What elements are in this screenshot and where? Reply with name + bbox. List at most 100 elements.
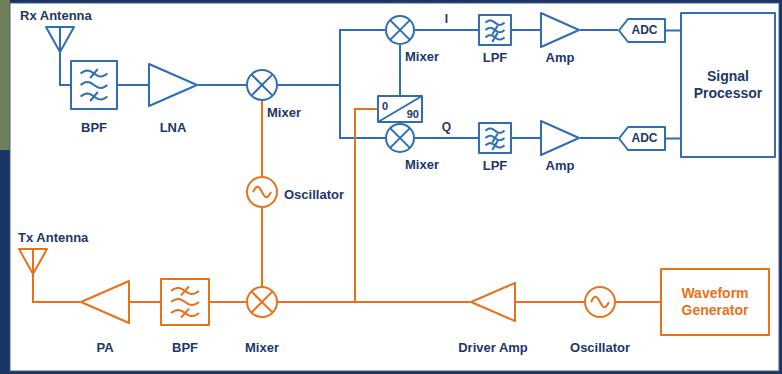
symbol-stroke — [591, 297, 609, 308]
symbol-stroke — [681, 13, 775, 157]
signal-name: I — [443, 12, 450, 26]
label-holder: Mixer — [267, 103, 301, 121]
symbol-stroke — [378, 96, 422, 122]
label-holder: Signal Processor — [680, 12, 776, 158]
amplifier: Amp — [540, 12, 580, 48]
label-holder: BPF — [172, 338, 198, 356]
signal-label-holder: I — [443, 9, 450, 27]
component-label: ADC — [632, 23, 658, 37]
component-label: Amp — [546, 50, 575, 65]
symbol-stroke — [541, 13, 579, 47]
signal-line — [399, 45, 401, 95]
symbol-stroke — [59, 27, 61, 60]
label-holder: LPF — [483, 48, 508, 66]
signal-line — [130, 301, 160, 303]
label-holder: ADC — [618, 126, 666, 151]
amplifier: Amp — [540, 120, 580, 156]
symbol-stroke — [181, 309, 189, 318]
component-label: LNA — [160, 120, 187, 135]
component-label: LPF — [483, 50, 508, 65]
symbol-stroke — [251, 291, 272, 312]
low-pass-filter: LPF — [478, 14, 512, 46]
symbol-stroke — [378, 96, 422, 122]
symbol-stroke — [661, 269, 769, 335]
label-holder: LNA — [160, 118, 187, 136]
label-holder: Oscillator — [284, 185, 344, 203]
symbol-stroke — [492, 141, 497, 150]
photo-strip — [0, 0, 10, 150]
tx-antenna: Tx Antenna — [18, 248, 48, 288]
component-label: BPF — [81, 120, 107, 135]
component-label: Mixer — [245, 340, 279, 355]
component-label: 90 — [407, 108, 419, 120]
signal-line — [415, 137, 478, 139]
symbol-stroke — [471, 283, 515, 321]
label-holder: LPF — [483, 156, 508, 174]
mixer: Mixer — [385, 123, 415, 153]
mixer: Mixer — [246, 286, 278, 318]
mixer-symbol — [246, 286, 278, 318]
signal-line — [512, 137, 540, 139]
component-label: Amp — [546, 158, 575, 173]
component-label: Driver Amp — [458, 340, 528, 355]
component-label: PA — [96, 340, 113, 355]
signal-label-holder: Q — [440, 117, 453, 135]
label-holder: Mixer — [245, 338, 279, 356]
label-holder: 90 — [407, 104, 419, 122]
adc-block: ADC — [618, 126, 666, 151]
oscillator-symbol — [584, 286, 616, 318]
tx-antenna-symbol — [18, 248, 48, 288]
symbol-stroke — [161, 279, 209, 325]
signal-processor-box: Signal Processor — [680, 12, 776, 158]
symbol-stroke — [90, 92, 98, 101]
phase-splitter: 0 90 — [377, 95, 423, 123]
symbol-stroke — [32, 249, 34, 288]
low-pass-filter: LPF — [478, 122, 512, 154]
symbol-stroke — [479, 123, 511, 153]
rx-antenna: Rx Antenna — [45, 26, 75, 60]
low-noise-amplifier-symbol — [148, 63, 198, 107]
symbol-stroke — [619, 19, 665, 42]
oscillator: Oscillator — [584, 286, 616, 318]
power-amplifier: PA — [80, 280, 130, 324]
symbol-stroke — [251, 74, 272, 95]
signal-line — [580, 29, 618, 31]
signal-line — [355, 109, 470, 302]
component-label: ADC — [632, 131, 658, 145]
low-pass-filter-symbol — [478, 122, 512, 154]
low-pass-filter-symbol — [478, 14, 512, 46]
signal-line — [33, 288, 80, 302]
label-holder: BPF — [81, 118, 107, 136]
signal-line — [516, 301, 584, 303]
signal-line — [261, 101, 263, 176]
symbol-stroke — [251, 291, 272, 312]
symbol-stroke — [181, 286, 189, 295]
symbol-stroke — [71, 61, 117, 109]
rx-antenna-symbol — [45, 26, 75, 60]
component-label: Mixer — [405, 49, 439, 64]
label-holder: Oscillator — [570, 338, 630, 356]
signal-line — [118, 84, 148, 86]
symbol-stroke — [619, 127, 665, 150]
symbol-stroke — [247, 70, 277, 100]
symbol-stroke — [390, 20, 410, 40]
symbol-stroke — [485, 20, 504, 24]
component-label: Signal Processor — [686, 68, 770, 102]
symbol-stroke — [81, 82, 108, 88]
waveform-generator-box: Waveform Generator — [660, 268, 770, 336]
component-label: Mixer — [405, 157, 439, 172]
panel — [10, 3, 779, 371]
band-pass-filter: BPF — [70, 60, 118, 110]
driver-amplifier-symbol — [470, 282, 516, 322]
signal-line — [278, 30, 385, 85]
signal-line — [512, 29, 540, 31]
mixer-symbol — [385, 123, 415, 153]
signal-line — [580, 137, 618, 139]
symbol-stroke — [247, 177, 277, 207]
symbol-stroke — [390, 128, 410, 148]
symbol-stroke — [171, 299, 199, 305]
signal-line — [666, 138, 680, 140]
band-pass-filter-symbol — [160, 278, 210, 326]
label-holder: 0 — [382, 96, 388, 114]
